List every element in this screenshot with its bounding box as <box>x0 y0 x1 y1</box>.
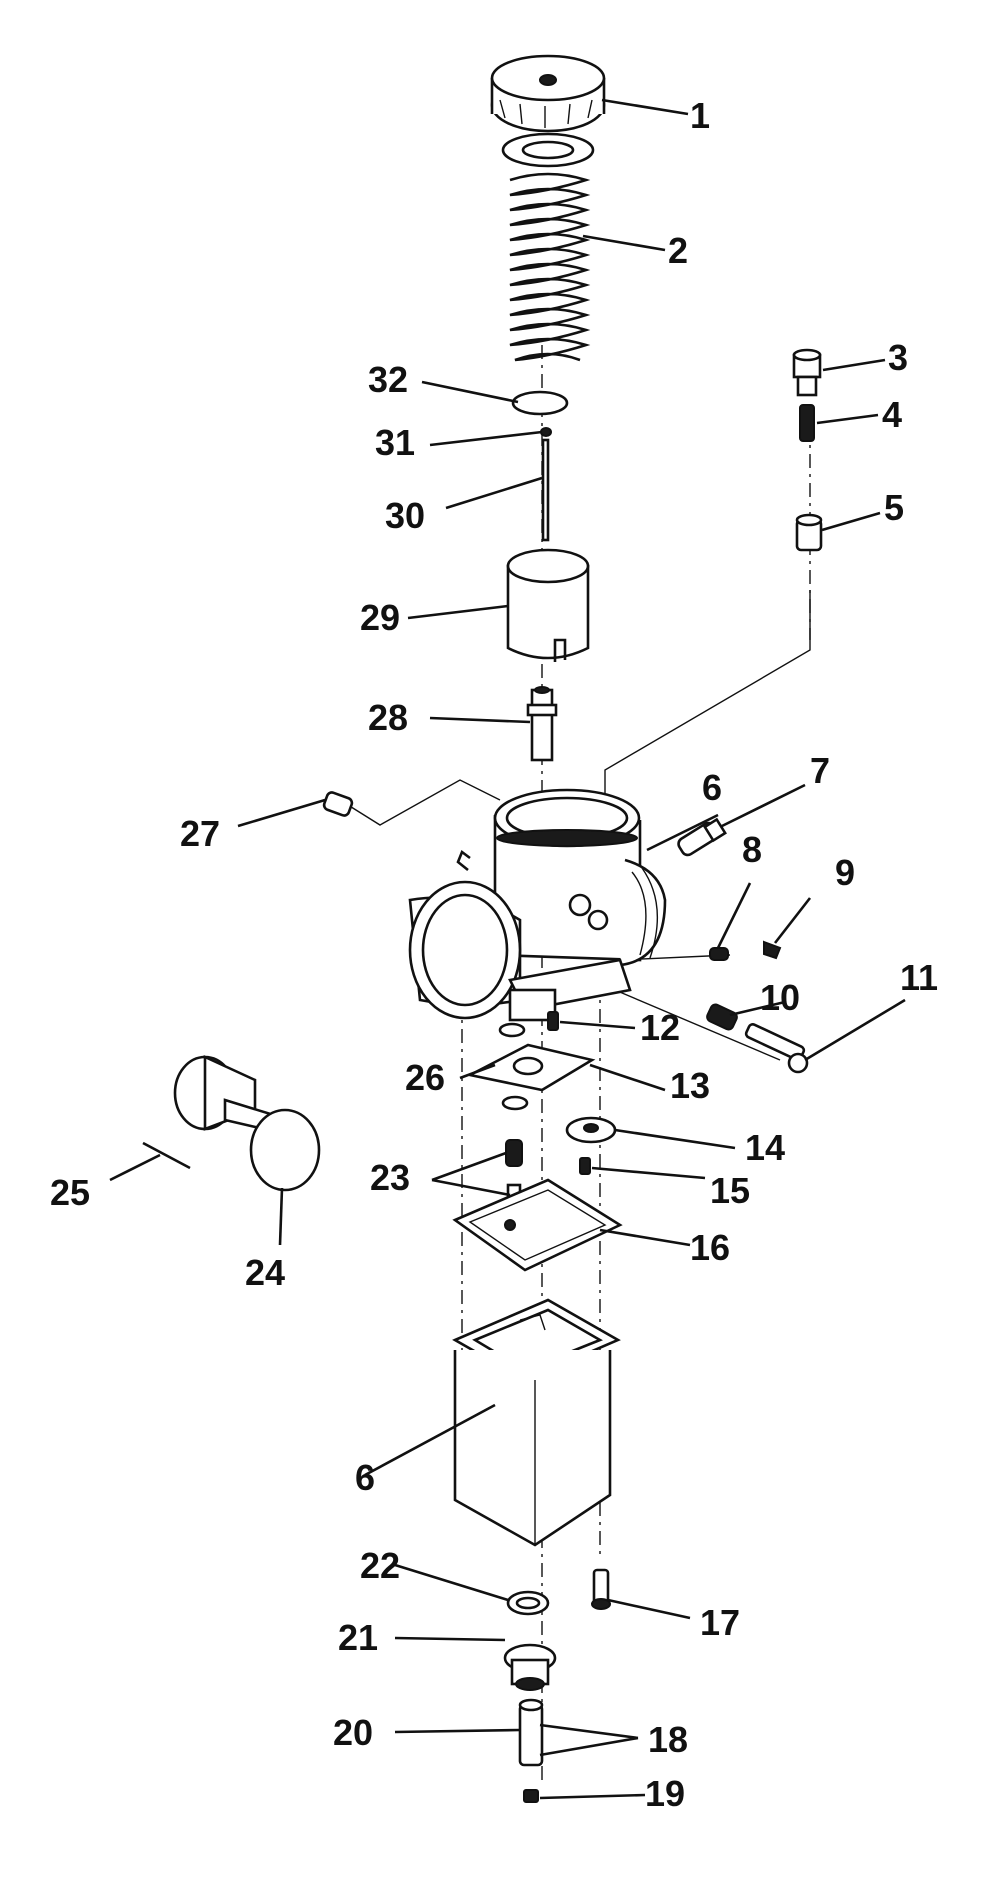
part-19-jet <box>523 1789 539 1803</box>
callout-1: 1 <box>690 95 710 136</box>
callout-9: 9 <box>835 852 855 893</box>
part-3-pilot-screw-cap <box>792 348 822 397</box>
callout-14: 14 <box>745 1127 785 1168</box>
part-32-retainer-plate <box>511 390 569 416</box>
part-20-pilot-jet <box>518 1698 544 1767</box>
carburetor-body <box>408 788 667 1022</box>
callout-2: 2 <box>668 230 688 271</box>
callout-30: 30 <box>385 495 425 536</box>
part-5-fitting <box>795 513 823 552</box>
part-14-float-valve <box>565 1116 617 1144</box>
callout-29: 29 <box>360 597 400 638</box>
part-16-gasket <box>452 1178 623 1272</box>
part-30-jet-needle <box>541 438 550 542</box>
part-15-jet <box>579 1157 591 1175</box>
callout-7: 7 <box>810 750 830 791</box>
callout-6-bottom: 6 <box>355 1457 375 1498</box>
part-11-air-screw <box>744 1022 809 1074</box>
callout-22: 22 <box>360 1545 400 1586</box>
callout-11: 11 <box>900 957 938 998</box>
callout-3: 3 <box>888 337 908 378</box>
callout-24: 24 <box>245 1252 285 1293</box>
callout-4: 4 <box>882 394 902 435</box>
callout-32: 32 <box>368 359 408 400</box>
callout-19: 19 <box>645 1773 685 1814</box>
callout-20: 20 <box>333 1712 373 1753</box>
callout-21: 21 <box>338 1617 378 1658</box>
part-4-spring <box>799 404 815 442</box>
callout-15: 15 <box>710 1170 750 1211</box>
part-25-pin <box>142 1141 191 1170</box>
callout-labels: 1 2 3 4 5 6 7 8 9 10 11 12 13 14 15 16 6… <box>50 95 938 1814</box>
callout-10: 10 <box>760 977 800 1018</box>
part-12-screw <box>547 1011 559 1031</box>
callout-28: 28 <box>368 697 408 738</box>
part-26-washer <box>498 1022 529 1111</box>
callout-12: 12 <box>640 1007 680 1048</box>
callout-26: 26 <box>405 1057 445 1098</box>
part-22-o-ring <box>506 1590 550 1616</box>
part-9-screw <box>763 940 782 960</box>
part-29-throttle-slide <box>506 548 590 662</box>
part-17-screw <box>591 1568 611 1610</box>
part-24-float <box>173 1054 321 1192</box>
part-10-spring <box>706 1003 738 1031</box>
part-13-plate <box>466 1043 596 1092</box>
part-28-needle-jet <box>526 686 558 762</box>
callout-31: 31 <box>375 422 415 463</box>
part-2-spring <box>509 172 591 362</box>
part-21-drain-plug <box>503 1643 557 1691</box>
leader-lines <box>109 98 906 1800</box>
callout-18: 18 <box>648 1719 688 1760</box>
callout-25: 25 <box>50 1172 90 1213</box>
callout-6-top: 6 <box>702 767 722 808</box>
callout-5: 5 <box>884 487 904 528</box>
part-6-float-bowl <box>452 1298 621 1547</box>
part-31-clip <box>540 427 552 437</box>
callout-16: 16 <box>690 1227 730 1268</box>
callout-23: 23 <box>370 1157 410 1198</box>
callout-8: 8 <box>742 829 762 870</box>
callout-27: 27 <box>180 813 220 854</box>
part-27-cap <box>322 791 354 817</box>
callout-17: 17 <box>700 1602 740 1643</box>
callout-13: 13 <box>670 1065 710 1106</box>
part-1-carb-cap <box>490 54 606 168</box>
part-8-screw <box>709 947 729 961</box>
part-7-choke-fitting <box>677 817 727 857</box>
